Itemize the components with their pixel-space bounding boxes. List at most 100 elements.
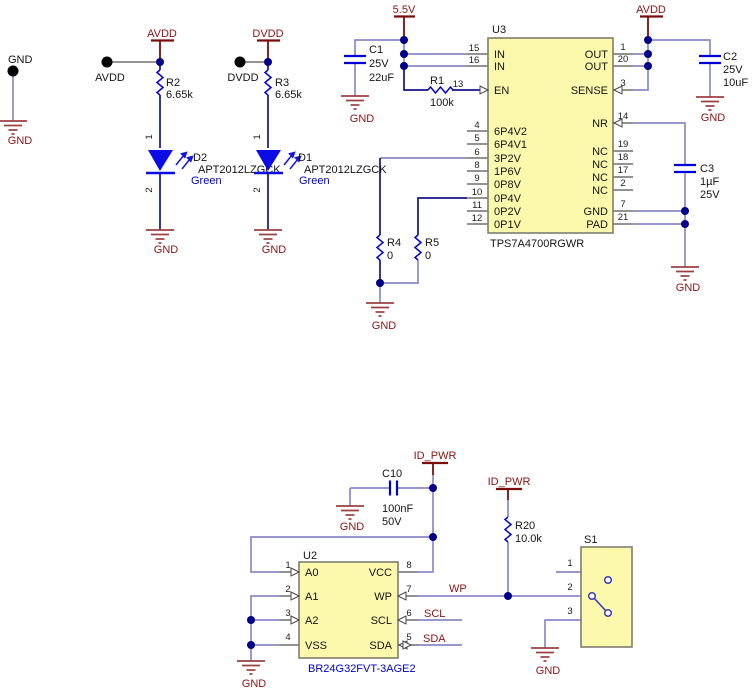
u2-pin-name: VSS bbox=[305, 640, 327, 652]
wire-idpwr-c10-vcc-a0 bbox=[250, 475, 434, 573]
refdes-d1: D1 bbox=[298, 152, 312, 164]
s1-throw-arm bbox=[593, 597, 607, 612]
u3-pin-name: 0P8V bbox=[494, 179, 522, 191]
refdes-u2: U2 bbox=[303, 550, 317, 562]
u3-pin-name: 3P2V bbox=[494, 153, 522, 165]
u3-pin-name: IN bbox=[494, 61, 505, 73]
power-flag-idpwr-1: ID_PWR bbox=[414, 450, 456, 475]
s1-contact-2 bbox=[587, 591, 597, 601]
junction-dot bbox=[247, 641, 255, 649]
u2-pin-number: 2 bbox=[285, 584, 290, 595]
u2-pin-name: VCC bbox=[369, 567, 392, 579]
refdes-c2: C2 bbox=[723, 51, 737, 63]
resistor-r2[interactable]: R2 6.65k bbox=[156, 69, 193, 101]
gnd-label: GND bbox=[262, 244, 287, 256]
part-u3: TPS7A4700RGWR bbox=[490, 238, 584, 250]
u3-pin-name: EN bbox=[494, 85, 509, 97]
u3-pin-number: 10 bbox=[472, 187, 483, 198]
u2-pin-number: 7 bbox=[406, 584, 411, 595]
resistor-r4[interactable]: R4 0 bbox=[376, 234, 401, 262]
u3-body[interactable] bbox=[487, 37, 614, 234]
testpoint-dot[interactable] bbox=[101, 56, 113, 68]
led-d2[interactable]: 1 2 D2 APT2012LZGCK Green bbox=[144, 134, 281, 192]
refdes-u3: U3 bbox=[492, 24, 506, 36]
testpoint-dvdd[interactable]: DVDD bbox=[227, 56, 259, 85]
testpoint-dvdd-label: DVDD bbox=[227, 72, 258, 84]
switch-s1[interactable]: S1 1 2 3 bbox=[567, 534, 633, 648]
pin-arrow-nr bbox=[612, 118, 623, 128]
refdes-r20: R20 bbox=[515, 520, 535, 532]
net-label-idpwr-2: ID_PWR bbox=[488, 476, 531, 488]
refdes-r5: R5 bbox=[425, 237, 439, 249]
wire-pin10-0p4v bbox=[417, 197, 467, 235]
capacitor-c1[interactable]: C1 25V 22uF bbox=[342, 44, 394, 84]
value-r3: 6.65k bbox=[275, 89, 302, 101]
s1-pin-number: 1 bbox=[567, 558, 572, 569]
ground-symbol bbox=[236, 660, 266, 675]
u3-pin-number: 5 bbox=[474, 133, 479, 144]
junction-dot bbox=[644, 62, 652, 70]
ic-u2[interactable]: U2 BR24G32FVT-3AGE2 A0 A1 A2 VSS VCC WP … bbox=[285, 550, 415, 675]
power-flag-avdd-left: AVDD bbox=[147, 28, 177, 62]
resistor-r1[interactable]: R1 100k bbox=[427, 75, 454, 109]
junction-dot bbox=[156, 58, 164, 66]
color-d2: Green bbox=[191, 175, 222, 187]
capacitor-c2[interactable]: C2 25V 10uF bbox=[697, 51, 748, 89]
ground-symbol bbox=[0, 120, 28, 135]
pin-arrow-en bbox=[479, 85, 490, 95]
refdes-r4: R4 bbox=[387, 237, 401, 249]
u3-pin-number: 6 bbox=[474, 147, 479, 158]
testpoint-gnd[interactable]: GND bbox=[7, 54, 33, 77]
net-label-5v5: 5.5V bbox=[393, 4, 416, 16]
junction-dot bbox=[644, 36, 652, 44]
junction-dot bbox=[400, 62, 408, 70]
u3-pin-name: IN bbox=[494, 49, 505, 61]
gnd-label: GND bbox=[242, 678, 267, 690]
ic-u3[interactable]: U3 TPS7A4700RGWR IN IN EN 6P4V2 6P4V1 3P… bbox=[453, 24, 629, 250]
pin-arrow-scl bbox=[396, 615, 407, 625]
value-r20: 10.0k bbox=[515, 533, 542, 545]
net-label-scl: SCL bbox=[424, 608, 445, 620]
part-d1: APT2012LZGCK bbox=[304, 164, 387, 176]
u3-pin-number: 19 bbox=[618, 139, 629, 150]
value-c10-2: 50V bbox=[382, 516, 402, 528]
u2-pin-number: 4 bbox=[285, 632, 290, 643]
s1-contact-3 bbox=[603, 608, 613, 618]
value-c3-1: 1µF bbox=[700, 176, 719, 188]
net-label-sda: SDA bbox=[423, 633, 446, 645]
refdes-s1: S1 bbox=[584, 534, 597, 546]
led-d1-pin1: 1 bbox=[252, 134, 263, 139]
resistor-r20[interactable]: R20 10.0k bbox=[504, 516, 542, 545]
refdes-r2: R2 bbox=[166, 77, 180, 89]
pin-arrow-a0 bbox=[290, 567, 301, 577]
resistor-r3[interactable]: R3 6.65k bbox=[264, 69, 302, 101]
u3-pin-number: 9 bbox=[474, 173, 479, 184]
net-label-dvdd: DVDD bbox=[252, 28, 283, 40]
testpoint-dot[interactable] bbox=[234, 56, 246, 68]
ground-symbol bbox=[530, 647, 560, 662]
u3-pin-name: NC bbox=[592, 146, 608, 158]
ground-symbol bbox=[340, 95, 370, 110]
u2-body[interactable] bbox=[298, 561, 399, 659]
junction-dot bbox=[264, 58, 272, 66]
junction-dot bbox=[681, 207, 689, 215]
wire-out-sense-c2 bbox=[633, 39, 711, 97]
u2-pin-number: 6 bbox=[406, 608, 411, 619]
u3-pin-number: 3 bbox=[620, 78, 625, 89]
resistor-r5[interactable]: R5 0 bbox=[414, 234, 439, 262]
led-d1[interactable]: 1 2 D1 APT2012LZGCK Green bbox=[252, 134, 387, 192]
u3-pin-number: 16 bbox=[469, 55, 480, 66]
s1-pin-number: 2 bbox=[567, 582, 572, 593]
u2-pin-number: 1 bbox=[285, 560, 290, 571]
capacitor-c10[interactable]: C10 100nF 50V bbox=[382, 468, 413, 528]
u3-pin-number: 7 bbox=[620, 199, 625, 210]
capacitor-c3[interactable]: C3 1µF 25V bbox=[672, 163, 720, 201]
junction-dot bbox=[681, 220, 689, 228]
u2-pin-name: A0 bbox=[305, 567, 318, 579]
junction-dot bbox=[400, 50, 408, 58]
testpoint-dot[interactable] bbox=[7, 65, 19, 77]
refdes-c3: C3 bbox=[700, 163, 714, 175]
power-flag-dvdd: DVDD bbox=[252, 28, 284, 62]
value-c3-2: 25V bbox=[700, 189, 720, 201]
testpoint-avdd[interactable]: AVDD bbox=[95, 56, 125, 85]
